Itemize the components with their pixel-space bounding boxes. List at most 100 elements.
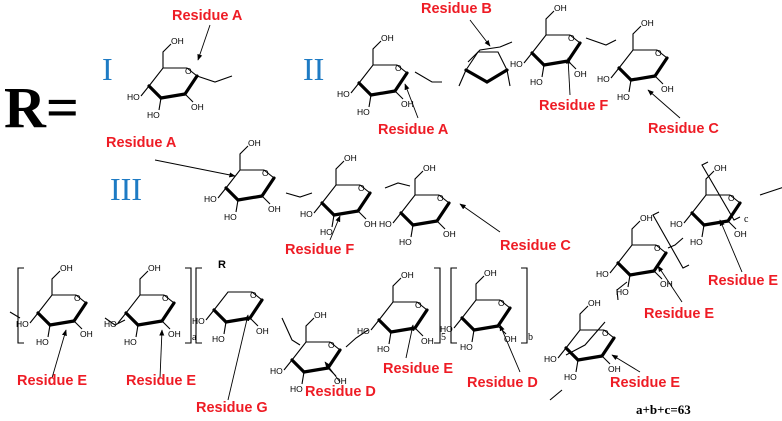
subscript-c: c xyxy=(744,214,749,225)
hydroxyl-label: OH xyxy=(334,376,347,386)
label-residue-a-iii: Residue A xyxy=(106,135,177,151)
ring-iii-residue-c: O OH HO HO OH xyxy=(379,163,456,247)
ring-chain-e-1: O OH HO HO OH xyxy=(16,263,93,347)
ring-oxygen: O xyxy=(437,193,444,203)
ring-oxygen: O xyxy=(250,290,257,300)
label-residue-d-2: Residue D xyxy=(467,375,538,391)
sugar-rings-group: OOHHOHOOHOOHHOHOOHOOHHOHOOHOOHHOHOOHOOHH… xyxy=(16,3,747,394)
ring-oxygen: O xyxy=(358,183,365,193)
ho-label: HO xyxy=(104,319,117,329)
hydroxyl-label: OH xyxy=(401,270,414,280)
label-residue-a-ii: Residue A xyxy=(378,122,449,138)
hydroxyl-label: OH xyxy=(171,36,184,46)
ring-oxygen: O xyxy=(328,340,335,350)
hydroxyl-label: OH xyxy=(423,163,436,173)
ho-label: HO xyxy=(379,219,392,229)
ho-label: HO xyxy=(300,209,313,219)
subscript-a: a xyxy=(192,332,197,343)
ho-label: HO xyxy=(36,337,49,347)
ho-label: HO xyxy=(270,366,283,376)
label-residue-c-ii: Residue C xyxy=(648,121,719,137)
ho-label: HO xyxy=(670,219,683,229)
hydroxyl-label: OH xyxy=(641,18,654,28)
ho-label: HO xyxy=(530,77,543,87)
hydroxyl-label: OH xyxy=(80,329,93,339)
ho-label: HO xyxy=(597,74,610,84)
ho-label: HO xyxy=(440,324,453,334)
ho-label: HO xyxy=(460,342,473,352)
hydroxyl-label: OH xyxy=(168,329,181,339)
hydroxyl-label: OH xyxy=(344,153,357,163)
ho-label: HO xyxy=(616,287,629,297)
structure-label-iii: III xyxy=(110,171,142,207)
ho-label: HO xyxy=(224,212,237,222)
structure-label-i: I xyxy=(102,51,113,87)
hydroxyl-label: OH xyxy=(191,102,204,112)
hydroxyl-label: OH xyxy=(734,229,747,239)
label-residue-e-6: Residue E xyxy=(708,273,778,289)
subscript-five: 5 xyxy=(441,332,446,343)
glycosidic-links-group xyxy=(9,37,782,401)
hydroxyl-label: OH xyxy=(381,33,394,43)
hydroxyl-label: OH xyxy=(248,138,261,148)
repeat-unit-brackets xyxy=(17,161,741,344)
structure-label-ii: II xyxy=(303,51,324,87)
hydroxyl-label: OH xyxy=(504,334,517,344)
label-residue-e-2: Residue E xyxy=(126,373,196,389)
ho-label: HO xyxy=(617,92,630,102)
ho-label: HO xyxy=(124,337,137,347)
ho-label: HO xyxy=(357,326,370,336)
residue-labels: Residue A Residue B Residue A Residue F … xyxy=(17,1,778,416)
hydroxyl-label: OH xyxy=(640,213,653,223)
label-residue-f-ii: Residue F xyxy=(539,98,608,114)
hydroxyl-label: OH xyxy=(714,163,727,173)
ho-label: HO xyxy=(399,237,412,247)
ho-label: HO xyxy=(147,110,160,120)
ho-label: HO xyxy=(320,227,333,237)
hydroxyl-label: OH xyxy=(554,3,567,13)
hydroxyl-label: OH xyxy=(268,204,281,214)
ring-iii-residue-a: O OH HO HO OH xyxy=(204,138,281,222)
ring-oxygen: O xyxy=(262,168,269,178)
hydroxyl-label: OH xyxy=(484,268,497,278)
hydroxyl-label: OH xyxy=(574,69,587,79)
ho-label: HO xyxy=(337,89,350,99)
ring-oxygen: O xyxy=(728,193,735,203)
hydroxyl-label: OH xyxy=(588,298,601,308)
r-group-label: R xyxy=(218,259,226,271)
hydroxyl-label: OH xyxy=(364,219,377,229)
ho-label: HO xyxy=(564,372,577,382)
ho-label: HO xyxy=(16,319,29,329)
label-residue-a-i: Residue A xyxy=(172,8,243,24)
ring-oxygen: O xyxy=(395,63,402,73)
ring-oxygen: O xyxy=(498,298,505,308)
label-residue-d-1: Residue D xyxy=(305,384,376,400)
label-residue-b: Residue B xyxy=(421,1,492,17)
ring-oxygen: O xyxy=(415,300,422,310)
label-residue-c-iii: Residue C xyxy=(500,238,571,254)
furanose-ring-residue-b xyxy=(465,51,508,83)
ring-oxygen: O xyxy=(568,33,575,43)
ring-oxygen: O xyxy=(185,66,192,76)
hydroxyl-label: OH xyxy=(60,263,73,273)
ho-label: HO xyxy=(204,194,217,204)
hydroxyl-label: OH xyxy=(443,229,456,239)
hydroxyl-label: OH xyxy=(661,84,674,94)
ho-label: HO xyxy=(212,334,225,344)
hydroxyl-label: OH xyxy=(608,364,621,374)
ring-oxygen: O xyxy=(654,243,661,253)
ring-oxygen: O xyxy=(162,293,169,303)
ho-label: HO xyxy=(290,384,303,394)
hydroxyl-label: OH xyxy=(401,99,414,109)
label-residue-g: Residue G xyxy=(196,400,268,416)
subscript-b: b xyxy=(528,332,533,343)
ring-oxygen: O xyxy=(74,293,81,303)
